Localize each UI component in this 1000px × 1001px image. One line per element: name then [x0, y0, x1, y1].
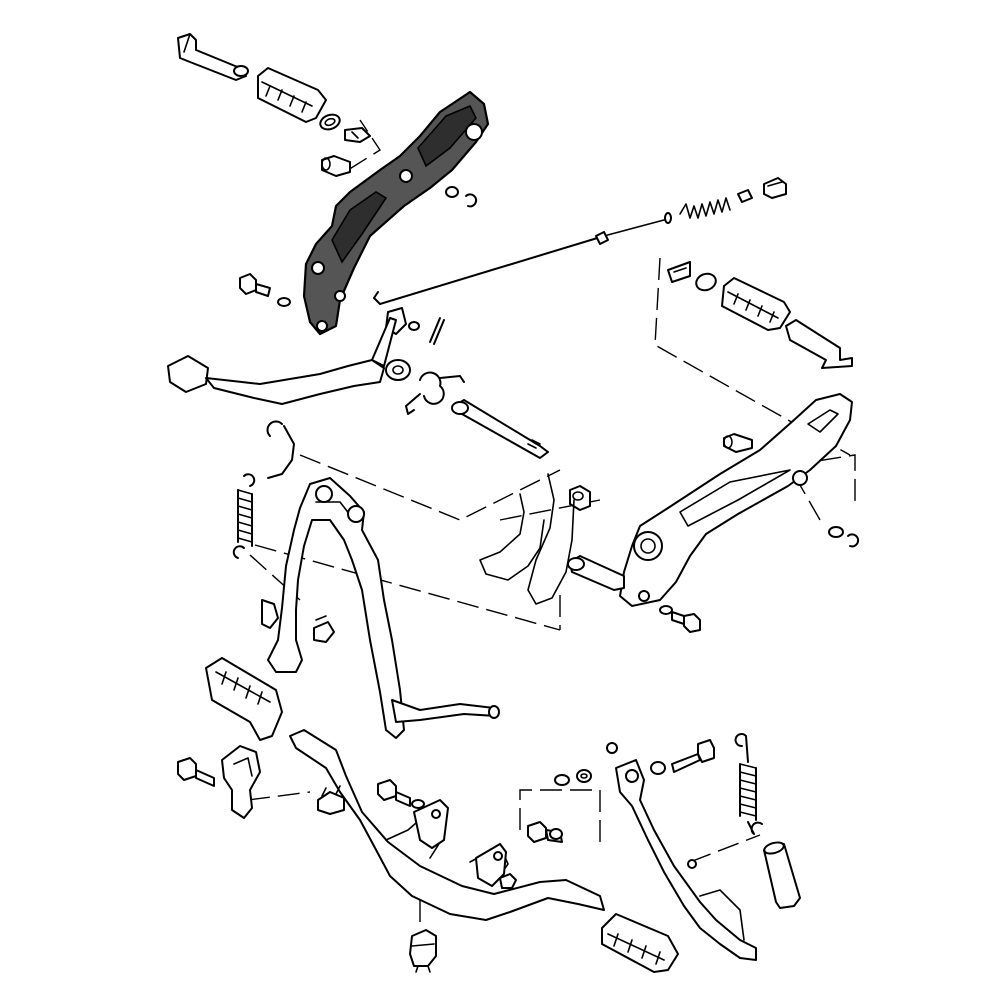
rear-brake-pedal — [167, 317, 411, 405]
side-stand-spring — [734, 733, 763, 835]
footpeg-pivot-pin — [177, 33, 249, 81]
left-front-footpeg-rubber — [205, 657, 283, 741]
side-stand-pivot-bolt — [650, 739, 715, 775]
stand-pivot-bushing — [569, 485, 591, 511]
stand-pivot-shaft — [567, 555, 625, 591]
main-footrest-bar — [289, 729, 605, 921]
side-stand — [615, 759, 757, 961]
brake-rod — [373, 219, 665, 305]
brake-pedal-return-spring — [405, 371, 465, 415]
circlip-washer-right — [828, 526, 860, 548]
brake-rod-spring-nut — [664, 177, 787, 224]
brake-pedal-pivot-shaft — [451, 399, 549, 459]
left-footpeg-holder — [221, 745, 261, 819]
left-footpeg-bolt — [177, 757, 215, 787]
right-footpeg-pin — [785, 319, 853, 369]
footpeg-washer-clip — [319, 113, 371, 143]
circlip-washer-upper — [445, 186, 478, 208]
center-stand-spring-hook — [266, 420, 295, 479]
right-footpeg-clip — [667, 261, 717, 292]
right-bracket-pin — [723, 433, 753, 453]
pivot-bolt-small — [321, 155, 351, 177]
center-stand-stopper — [261, 599, 335, 643]
leader-lines — [247, 119, 856, 930]
side-stand-washers — [554, 742, 618, 786]
side-stand-sleeve — [763, 841, 801, 909]
right-footpeg-bracket — [619, 393, 853, 607]
center-stand — [267, 477, 500, 739]
right-bracket-bolt — [659, 605, 701, 633]
right-footpeg-rubber — [721, 277, 791, 331]
bar-mount-bolt-lower — [527, 821, 563, 843]
bar-nut-small — [499, 873, 517, 889]
center-stand-spring — [232, 473, 256, 559]
right-rear-footpeg-rubber — [601, 913, 679, 973]
rear-footpeg-bracket-highlighted — [302, 90, 490, 336]
frame-mount-outline — [479, 473, 575, 605]
bar-rubber-mount — [317, 785, 345, 815]
brake-pedal-pivot-bolt — [239, 273, 291, 307]
rear-footpeg-rubber-left — [257, 67, 327, 123]
bar-mount-bolt-upper — [377, 779, 425, 809]
side-stand-switch — [409, 929, 437, 973]
